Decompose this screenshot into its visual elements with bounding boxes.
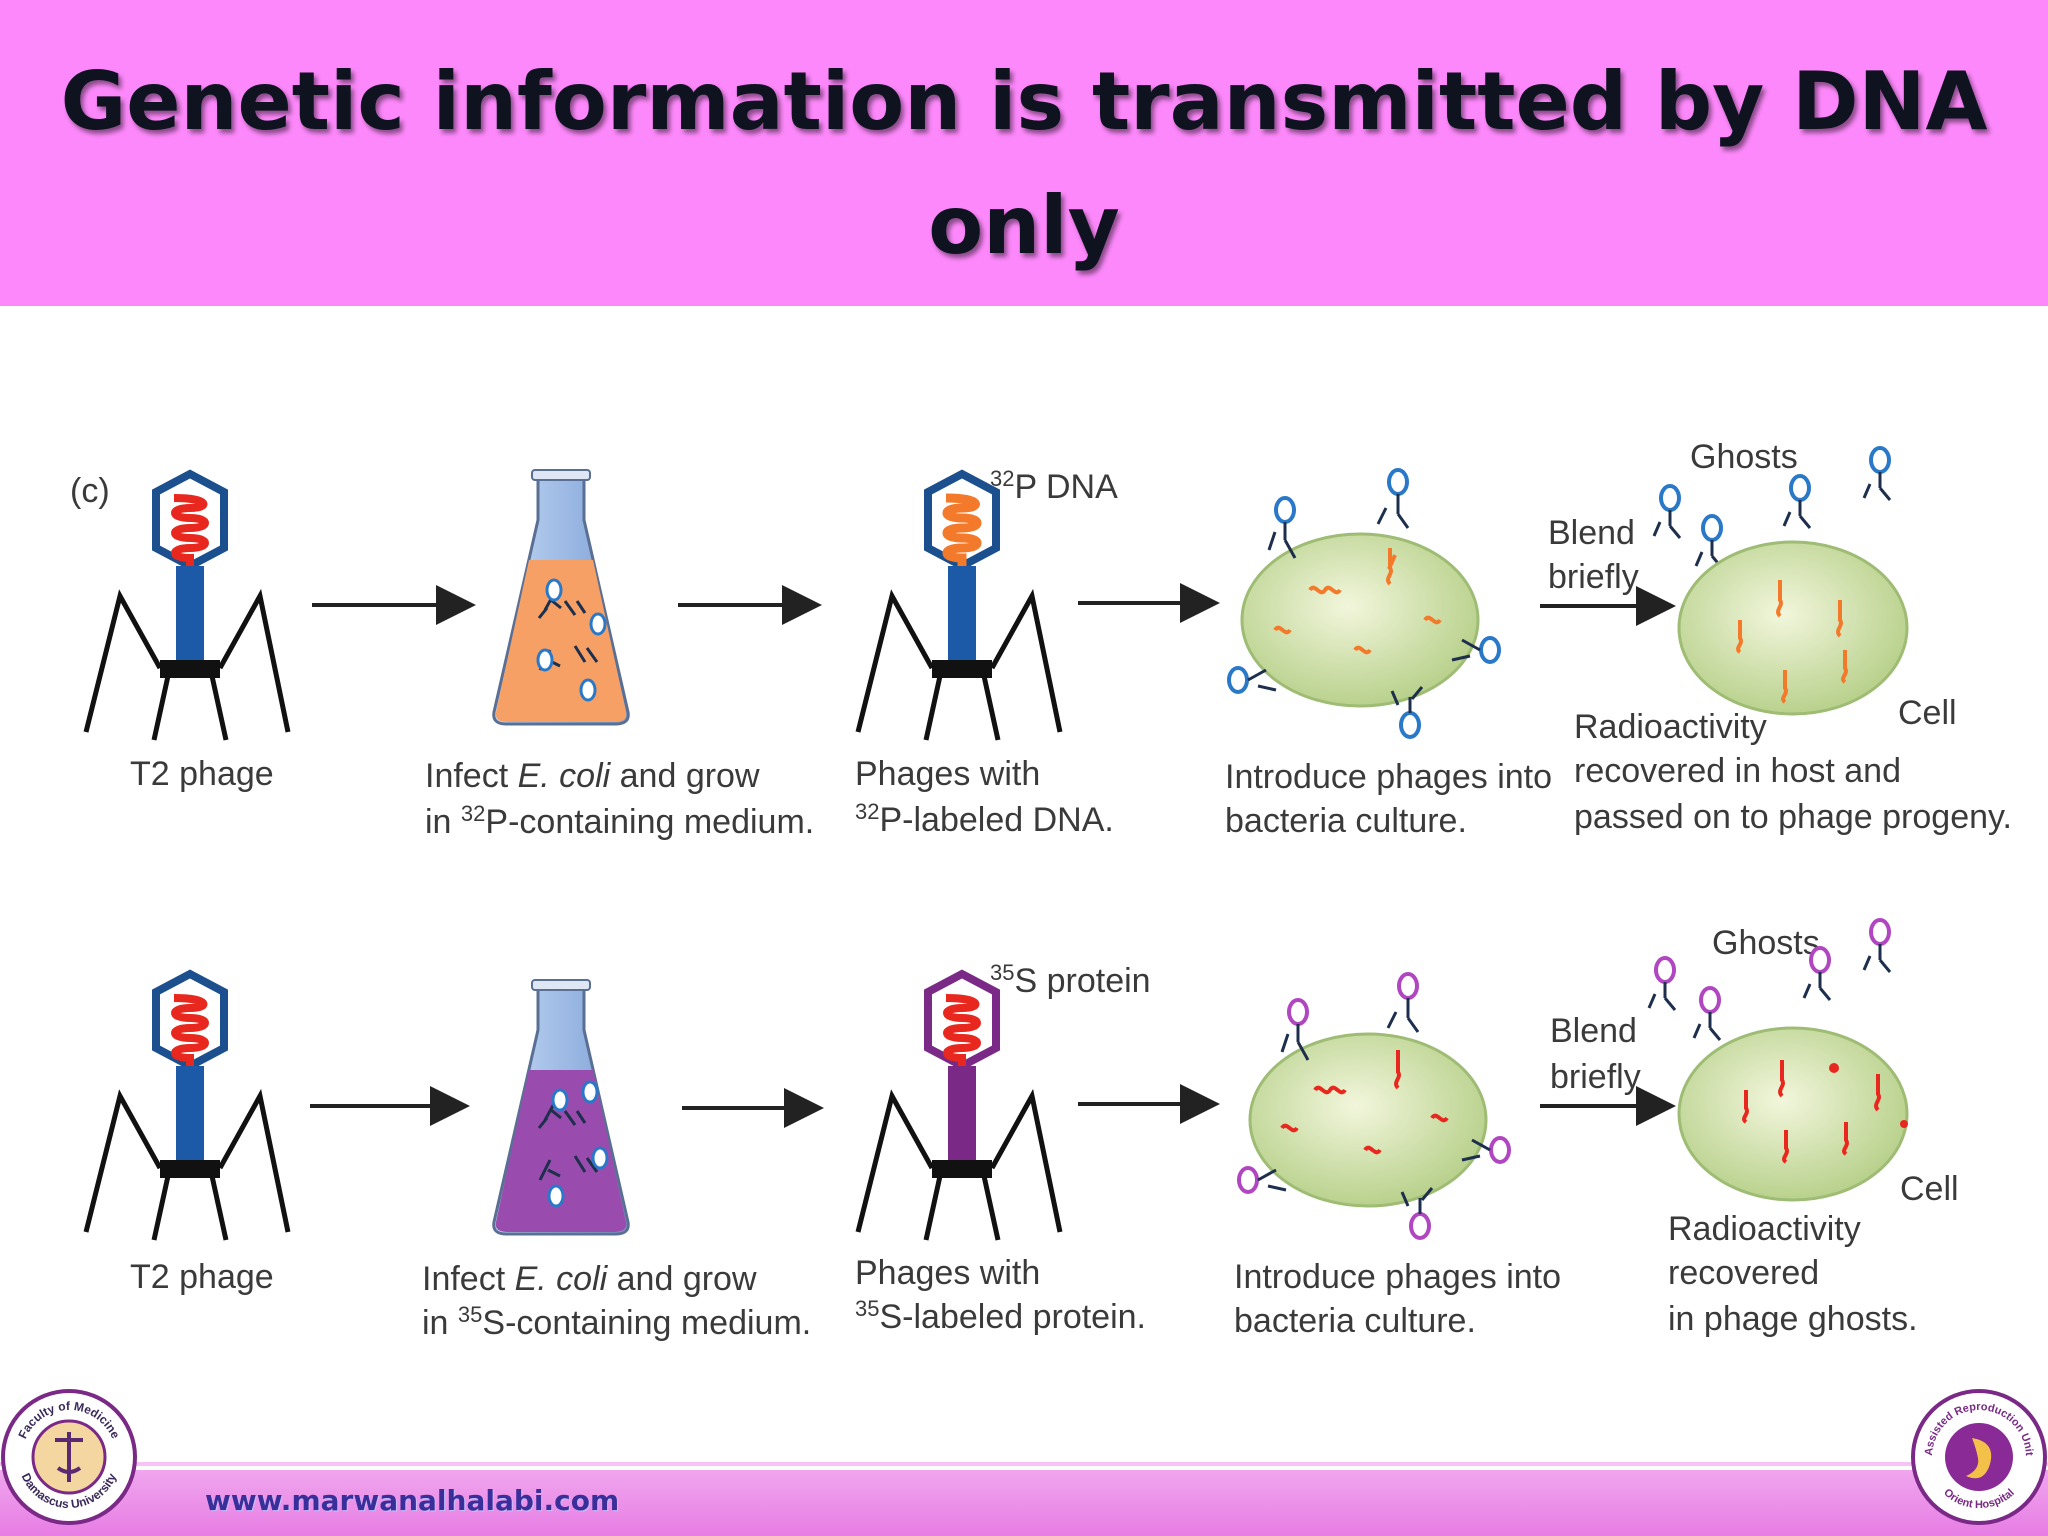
hershey-chase-diagram: (c) T2 phage — [70, 438, 2012, 1342]
t2-phage-row2 — [83, 969, 291, 1241]
phages-line1-row2: Phages with — [855, 1254, 1040, 1292]
row-dna-experiment: T2 phage Infect E. coli and grow in 32P-… — [83, 438, 2012, 841]
attached-phages-row1 — [1227, 468, 1501, 739]
panel-label: (c) — [70, 472, 110, 510]
introduce-line2-row1: bacteria culture. — [1225, 802, 1467, 840]
infected-cell-row2 — [1237, 972, 1511, 1240]
t2-phage-row1 — [83, 469, 291, 741]
result-line2-row2: recovered — [1668, 1254, 1819, 1292]
result-line2-row1: recovered in host and — [1574, 752, 1901, 790]
labeled-phage-35s — [855, 969, 1063, 1241]
isotope-tag-row1: 32P DNA — [990, 466, 1118, 506]
blend-line1-row2: Blend — [1550, 1012, 1637, 1050]
t2-label-row1: T2 phage — [130, 755, 274, 793]
assisted-reproduction-unit-logo: Assisted Reproduction Unit Orient Hospit… — [1911, 1389, 2047, 1525]
ghosts-label-row2: Ghosts — [1712, 924, 1820, 962]
isotope-tag-row2: 35S protein — [990, 960, 1151, 1000]
introduce-line2-row2: bacteria culture. — [1234, 1302, 1476, 1340]
progeny-cell-row1 — [1677, 540, 1909, 716]
cell-label-row1: Cell — [1898, 694, 1957, 732]
attached-phages-row2 — [1237, 972, 1511, 1240]
footer-band — [0, 1470, 2048, 1536]
ghost-phages-row1 — [1652, 446, 1892, 569]
introduce-line1-row1: Introduce phages into — [1225, 758, 1552, 796]
title-band — [0, 0, 2048, 306]
result-line3-row2: in phage ghosts. — [1668, 1300, 1918, 1338]
ghost-phages-row2 — [1647, 918, 1892, 1041]
result-cell-row2 — [1677, 1026, 1909, 1202]
cell-label-row2: Cell — [1900, 1170, 1959, 1208]
blend-line2-row2: briefly — [1550, 1058, 1641, 1096]
flask-32p — [492, 469, 630, 726]
phages-line1-row1: Phages with — [855, 755, 1040, 793]
result-line1-row1: Radioactivity — [1574, 708, 1767, 746]
introduce-line1-row2: Introduce phages into — [1234, 1258, 1561, 1296]
row-protein-experiment: T2 phage Infect E. coli and grow in 35S-… — [83, 918, 1959, 1342]
labeled-phage-32p — [855, 469, 1063, 741]
t2-label-row2: T2 phage — [130, 1258, 274, 1296]
ghosts-label-row1: Ghosts — [1690, 438, 1798, 476]
slide-title-line-2: only — [928, 179, 1120, 272]
infect-line1-row1: Infect E. coli and grow — [425, 757, 760, 795]
result-line1-row2: Radioactivity — [1668, 1210, 1861, 1248]
flask-35s — [492, 979, 630, 1236]
faculty-of-medicine-logo: Faculty of Medicine Damascus University — [1, 1389, 137, 1525]
footer-divider — [0, 1462, 2048, 1466]
blend-line1-row1: Blend — [1548, 514, 1635, 552]
infected-cell-row1 — [1227, 468, 1501, 739]
blend-line2-row1: briefly — [1548, 558, 1639, 596]
infect-line2-row1: in 32P-containing medium. — [425, 801, 814, 841]
infect-line2-row2: in 35S-containing medium. — [422, 1302, 811, 1342]
infect-line1-row2: Infect E. coli and grow — [422, 1260, 757, 1298]
phages-line2-row2: 35S-labeled protein. — [855, 1296, 1146, 1336]
slide-title-line-1: Genetic information is transmitted by DN… — [60, 55, 1988, 148]
website-link[interactable]: www.marwanalhalabi.com — [205, 1484, 620, 1517]
result-line3-row1: passed on to phage progeny. — [1574, 798, 2012, 836]
phages-line2-row1: 32P-labeled DNA. — [855, 799, 1114, 839]
slide-title: Genetic information is transmitted by DN… — [0, 40, 2048, 288]
